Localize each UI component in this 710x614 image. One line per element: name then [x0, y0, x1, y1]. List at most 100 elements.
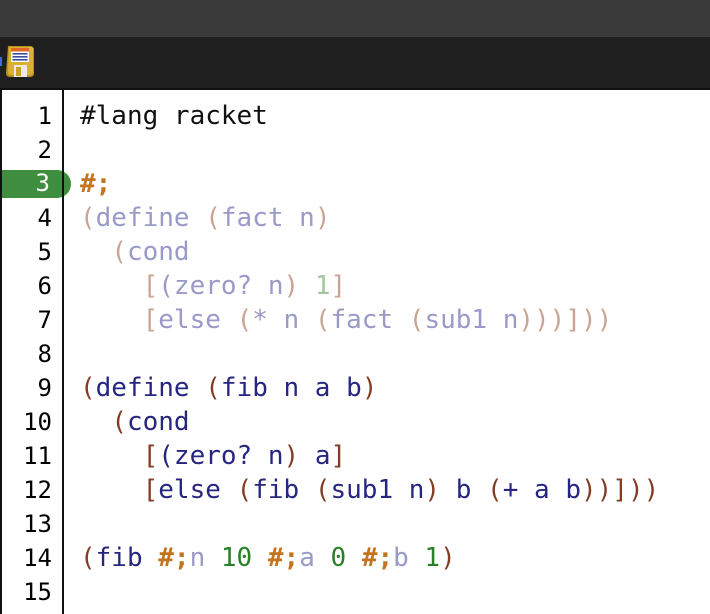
code-token: 1	[408, 543, 441, 573]
code-token: )))]))	[518, 305, 613, 335]
code-line[interactable]: [(zero? n) a]	[64, 439, 710, 473]
editor-line: 2	[2, 133, 710, 167]
code-token: fact	[330, 305, 409, 335]
code-token: (	[111, 237, 127, 267]
code-token	[80, 271, 143, 301]
code-token: #;	[158, 543, 190, 573]
code-token: fib	[95, 543, 159, 573]
code-token: a	[299, 441, 331, 471]
code-token: sub1 n	[424, 305, 519, 335]
code-token: #lang racket	[80, 101, 268, 131]
line-number: 6	[37, 272, 52, 300]
gutter-separator	[62, 90, 64, 614]
code-editor[interactable]: 1 #lang racket 2 3 #; 4(define (fact n)5 (con…	[0, 88, 710, 614]
code-token: )	[424, 475, 441, 505]
editor-line: 9(define (fib n a b)	[2, 371, 710, 405]
code-token: else	[158, 305, 237, 335]
line-number-gutter: 14	[2, 541, 64, 575]
code-token: #;	[80, 169, 112, 199]
editor-line: 14(fib #;n 10 #;a 0 #;b 1)	[2, 541, 710, 575]
code-token: ]	[330, 441, 347, 471]
code-line[interactable]: (define (fact n)	[64, 201, 710, 235]
code-line[interactable]: #;	[64, 167, 710, 201]
code-token: else	[158, 475, 237, 505]
code-token: (	[80, 543, 96, 573]
line-number-gutter: 2	[2, 133, 64, 167]
line-number-gutter: 9	[2, 371, 64, 405]
line-number: 9	[37, 374, 52, 402]
code-token: b	[440, 475, 488, 505]
editor-line: 15	[2, 575, 710, 609]
editor-line: 6 [(zero? n) 1]	[2, 269, 710, 303]
code-token: [	[142, 441, 159, 471]
code-token: (	[314, 305, 331, 335]
line-number: 13	[23, 510, 52, 538]
code-line[interactable]: (fib #;n 10 #;a 0 #;b 1)	[64, 541, 710, 575]
editor-line: 5 (cond	[2, 235, 710, 269]
active-line-pill: 3	[2, 170, 71, 198]
code-line[interactable]	[64, 575, 710, 609]
code-token: 0	[314, 543, 362, 573]
code-token: n	[189, 543, 206, 573]
code-token: #;	[361, 543, 394, 573]
code-line[interactable]: #lang racket	[64, 99, 710, 133]
code-line[interactable]: [else (fib (sub1 n) b (+ a b))]))	[64, 473, 710, 507]
line-number-gutter: 10	[2, 405, 64, 439]
editor-line: 7 [else (* n (fact (sub1 n)))]))	[2, 303, 710, 337]
code-token: ]	[330, 271, 347, 301]
code-token: cond	[126, 237, 190, 267]
editor-lines: 1 #lang racket 2 3 #; 4(define (fact n)5 (con…	[2, 99, 710, 609]
floppy-disk-save-icon	[6, 46, 34, 80]
code-token	[80, 441, 143, 471]
window-titlebar[interactable]	[0, 0, 710, 37]
code-token: 1	[299, 271, 331, 301]
code-line[interactable]: [(zero? n) 1]	[64, 269, 710, 303]
code-line[interactable]: (cond	[64, 405, 710, 439]
editor-line: 13	[2, 507, 710, 541]
code-token: (	[80, 373, 96, 403]
editor-line: 3 #;	[2, 167, 710, 201]
code-token: [	[142, 305, 159, 335]
code-token: (zero? n	[158, 271, 284, 301]
code-token: + a b	[502, 475, 581, 505]
code-line[interactable]: (define (fib n a b)	[64, 371, 710, 405]
code-token: )	[440, 543, 456, 573]
line-number-gutter: 13	[2, 507, 64, 541]
editor-line: 1 #lang racket	[2, 99, 710, 133]
line-number: 11	[23, 442, 52, 470]
code-token: )	[283, 271, 300, 301]
code-token: [	[142, 475, 159, 505]
code-line[interactable]	[64, 337, 710, 371]
editor-line: 12 [else (fib (sub1 n) b (+ a b))]))	[2, 473, 710, 507]
code-token: (	[314, 475, 331, 505]
line-number-gutter: 15	[2, 575, 64, 609]
editor-line: 10 (cond	[2, 405, 710, 439]
code-token: (	[487, 475, 503, 505]
code-line[interactable]: (cond	[64, 235, 710, 269]
code-token: fib n a b	[220, 373, 362, 403]
code-line[interactable]: [else (* n (fact (sub1 n)))]))	[64, 303, 710, 337]
code-line[interactable]	[64, 507, 710, 541]
code-token: )	[283, 441, 300, 471]
code-token: b	[393, 543, 409, 573]
code-token: (	[236, 305, 253, 335]
line-number: 1	[37, 102, 52, 130]
line-number-gutter: 3	[2, 167, 71, 201]
line-number-gutter: 4	[2, 201, 64, 235]
line-number-gutter: 7	[2, 303, 64, 337]
code-token: )	[314, 203, 331, 233]
line-number: 15	[23, 578, 52, 606]
code-token: )	[361, 373, 378, 403]
line-number-gutter: 8	[2, 337, 64, 371]
save-button[interactable]	[6, 46, 34, 77]
code-token: sub1 n	[330, 475, 425, 505]
code-token: fact n	[220, 203, 315, 233]
line-number: 7	[37, 306, 52, 334]
code-token: a	[299, 543, 315, 573]
code-line[interactable]	[64, 133, 710, 167]
editor-line: 8	[2, 337, 710, 371]
code-token: (	[236, 475, 253, 505]
editor-line: 11 [(zero? n) a]	[2, 439, 710, 473]
line-number: 12	[23, 476, 52, 504]
